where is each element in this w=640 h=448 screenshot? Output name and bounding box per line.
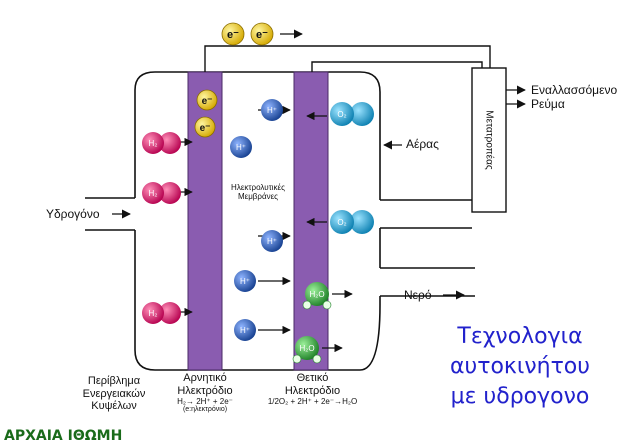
fuel-cell-casing	[134, 71, 381, 371]
casing-label-line3: Κυψέλων	[91, 400, 137, 413]
proton-5: H⁺	[234, 319, 256, 341]
svg-text:H₂: H₂	[149, 139, 158, 148]
svg-text:e⁻: e⁻	[202, 96, 213, 107]
hydrogen-molecule-2: H₂	[142, 182, 181, 204]
hydrogen-label: Υδρογόνο	[46, 207, 100, 221]
svg-text:e⁻: e⁻	[200, 123, 211, 134]
output-label-line1: Εναλλασσόμενο	[531, 83, 618, 97]
water-molecule-2: H₂O	[292, 336, 322, 364]
converter-box	[471, 67, 507, 213]
proton-3: H⁺	[261, 230, 283, 252]
converter-label: Μετατροπέας	[483, 110, 495, 170]
output-label-line2: Ρεύμα	[531, 97, 565, 111]
oxygen-molecule-2: O₂	[330, 210, 374, 234]
positive-equation: 1/2O₂ + 2H⁺ + 2e⁻→H₂O	[267, 397, 358, 407]
title-line1: Τεχνολογια	[457, 324, 583, 349]
svg-text:H⁺: H⁺	[240, 277, 250, 286]
proton-2: H⁺	[230, 136, 252, 158]
water-label: Νερό	[404, 288, 432, 302]
svg-text:O₂: O₂	[337, 110, 346, 119]
title: Τεχνολογια αυτοκινήτου με υδρογονο	[410, 322, 630, 412]
hydrogen-molecule-1: H₂	[142, 132, 181, 154]
positive-label-line2: Ηλεκτρόδιο	[284, 384, 341, 397]
membrane-label: Ηλεκτρολυτικές Μεμβράνες	[222, 183, 294, 201]
electron-top-2: e⁻	[250, 22, 274, 46]
title-line3: με υδρογονο	[450, 384, 590, 409]
negative-electrode-label: Αρνητικό Ηλεκτρόδιο H₂→ 2H⁺ + 2e⁻ (e:ηλε…	[160, 372, 250, 415]
hydrogen-molecule-3: H₂	[142, 302, 181, 324]
svg-text:H⁺: H⁺	[267, 106, 277, 115]
svg-text:H⁺: H⁺	[236, 143, 246, 152]
pipes	[85, 197, 475, 297]
electron-1: e⁻	[196, 89, 218, 111]
water-molecule-1: H₂O	[302, 282, 332, 310]
circuit-wires	[204, 45, 491, 72]
svg-text:O₂: O₂	[337, 218, 346, 227]
oxygen-molecule-1: O₂	[330, 102, 374, 126]
negative-equation: H₂→ 2H⁺ + 2e⁻	[177, 397, 233, 407]
membrane-label-line2: Μεμβράνες	[237, 192, 279, 202]
svg-text:H₂O: H₂O	[299, 344, 314, 353]
electron-2: e⁻	[194, 116, 216, 138]
positive-electrode-label: Θετικό Ηλεκτρόδιο 1/2O₂ + 2H⁺ + 2e⁻→H₂O	[255, 372, 370, 406]
svg-text:H₂: H₂	[149, 189, 158, 198]
electron-top-1: e⁻	[221, 22, 245, 46]
svg-text:e⁻: e⁻	[227, 29, 239, 41]
casing-label-line1: Περίβλημα	[87, 375, 141, 387]
svg-text:H₂O: H₂O	[309, 290, 324, 299]
membrane-label-line1: Ηλεκτρολυτικές	[231, 183, 285, 192]
footer-text: ΑΡΧΑΙΑ ΙΘΩΜΗ	[4, 428, 123, 444]
negative-note: (e:ηλεκτρόνιο)	[182, 406, 228, 414]
svg-text:e⁻: e⁻	[256, 29, 268, 41]
svg-text:H⁺: H⁺	[240, 326, 250, 335]
svg-text:H⁺: H⁺	[267, 237, 277, 246]
casing-label-line2: Ενεργειακών	[82, 387, 146, 400]
negative-label-line1: Αρνητικό	[183, 372, 227, 384]
negative-label-line2: Ηλεκτρόδιο	[177, 384, 233, 397]
proton-4: H⁺	[234, 270, 256, 292]
casing-label: Περίβλημα Ενεργειακών Κυψέλων	[74, 375, 154, 413]
svg-text:H₂: H₂	[149, 309, 158, 318]
title-line2: αυτοκινήτου	[449, 354, 590, 379]
positive-electrode	[293, 71, 329, 371]
proton-1: H⁺	[261, 99, 283, 121]
air-label: Αέρας	[406, 137, 439, 151]
positive-label-line1: Θετικό	[296, 372, 329, 384]
